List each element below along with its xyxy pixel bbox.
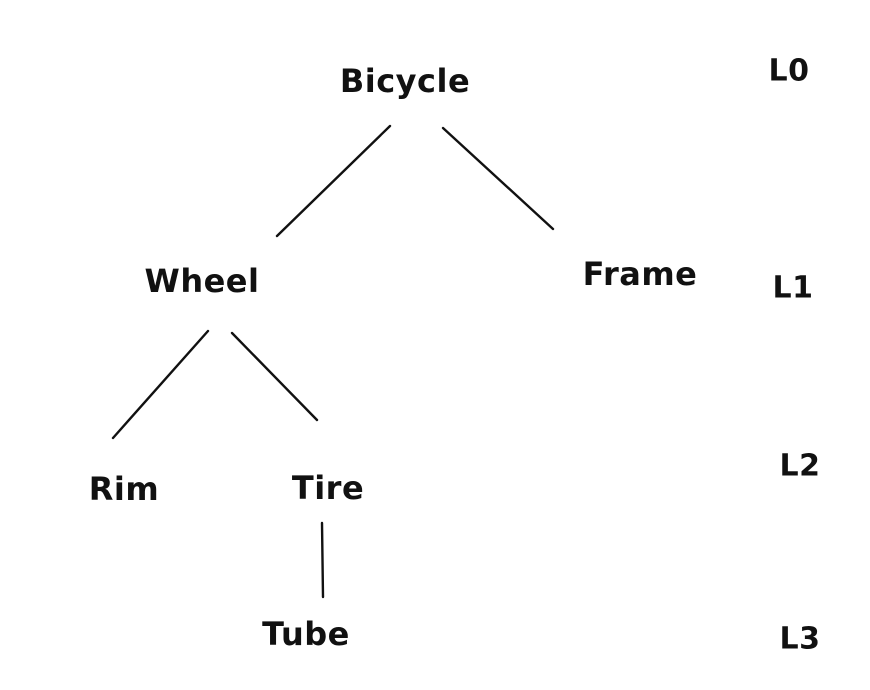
level-label-L0: L0 — [768, 53, 810, 89]
edge-bicycle-frame — [441, 126, 555, 231]
level-label-L3: L3 — [779, 621, 821, 657]
node-tube: Tube — [262, 615, 350, 653]
level-label-L1: L1 — [772, 270, 814, 306]
node-tire: Tire — [291, 469, 365, 507]
node-wheel: Wheel — [144, 262, 260, 300]
node-frame: Frame — [582, 255, 698, 293]
level-label-L2: L2 — [779, 448, 821, 484]
edge-tire-tube — [320, 521, 325, 599]
edge-wheel-rim — [111, 329, 210, 440]
node-bicycle: Bicycle — [339, 62, 471, 100]
edge-wheel-tire — [230, 331, 319, 422]
node-rim: Rim — [88, 470, 160, 508]
edge-bicycle-wheel — [275, 124, 392, 238]
